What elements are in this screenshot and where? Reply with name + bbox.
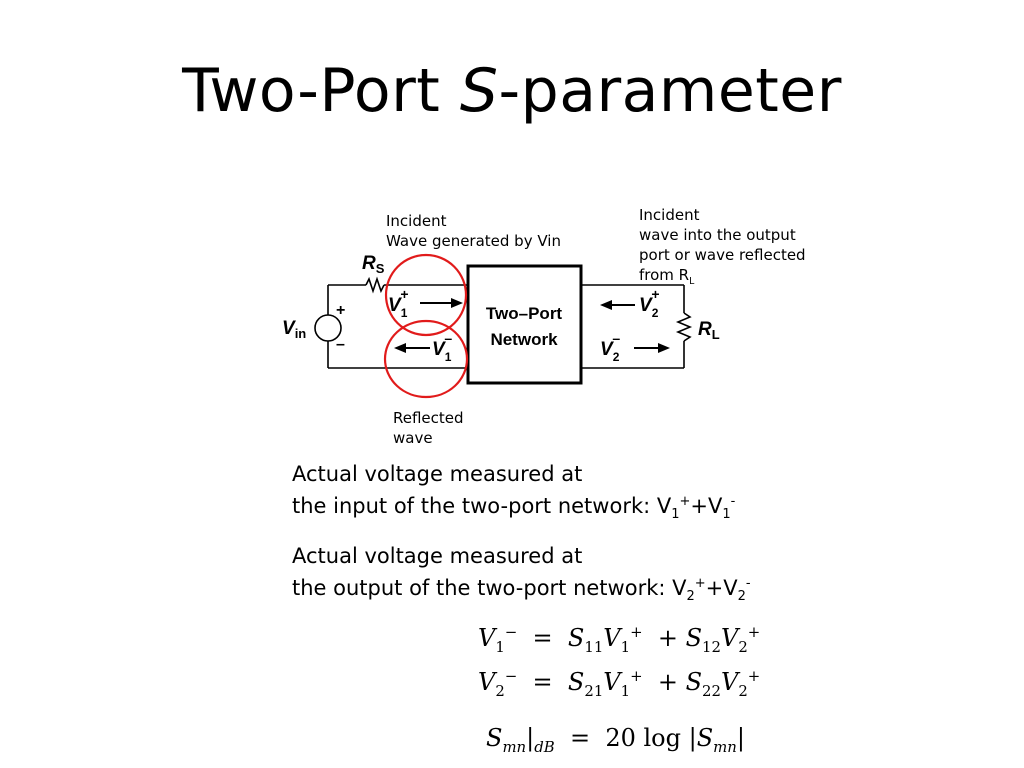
- network-label-line1: Two–Port: [486, 304, 563, 323]
- network-label-line2: Network: [490, 330, 558, 349]
- output-voltage-statement: Actual voltage measured at the output of…: [292, 544, 751, 605]
- source-minus: –: [336, 336, 345, 353]
- v1-reflected-label: V1–: [432, 330, 452, 364]
- rs-label: RS: [362, 253, 385, 276]
- v1-incident-label: V1+: [388, 286, 409, 320]
- input-voltage-statement: Actual voltage measured at the input of …: [292, 462, 736, 523]
- incident-highlight-circle: [384, 253, 468, 337]
- equation-s-db: Smn|dB = 20 log |Smn|: [486, 724, 745, 756]
- equation-v1-minus: V1− = S11V1+ + S12V2+: [478, 623, 761, 656]
- reflected-highlight-circle: [383, 319, 469, 399]
- voltage-source-symbol: [314, 314, 342, 342]
- reflected-note: Reflected wave: [393, 409, 464, 447]
- incident-right-note: Incident wave into the output port or wa…: [639, 206, 806, 287]
- vin-label: Vin: [282, 318, 306, 341]
- equation-v2-minus: V2− = S21V1+ + S22V2+: [478, 667, 761, 700]
- v2-reflected-label: V2–: [600, 330, 620, 364]
- v2-reflected-arrow: [634, 343, 670, 353]
- rl-label: RL: [698, 319, 720, 342]
- v1-incident-arrow: [420, 298, 463, 308]
- two-port-network-box: [466, 264, 583, 385]
- slide-title: Two-Port S-parameter: [182, 56, 842, 126]
- v2-incident-label: V2+: [639, 286, 660, 320]
- v2-incident-arrow: [600, 300, 635, 310]
- v1-reflected-arrow: [394, 343, 430, 353]
- title-italic-s: S: [459, 56, 499, 126]
- incident-left-note: Incident Wave generated by Vin: [386, 212, 561, 250]
- two-port-circuit-diagram: Two–Port Network Vin + – RS RL V1+ V1– V…: [282, 253, 720, 399]
- source-plus: +: [336, 302, 345, 319]
